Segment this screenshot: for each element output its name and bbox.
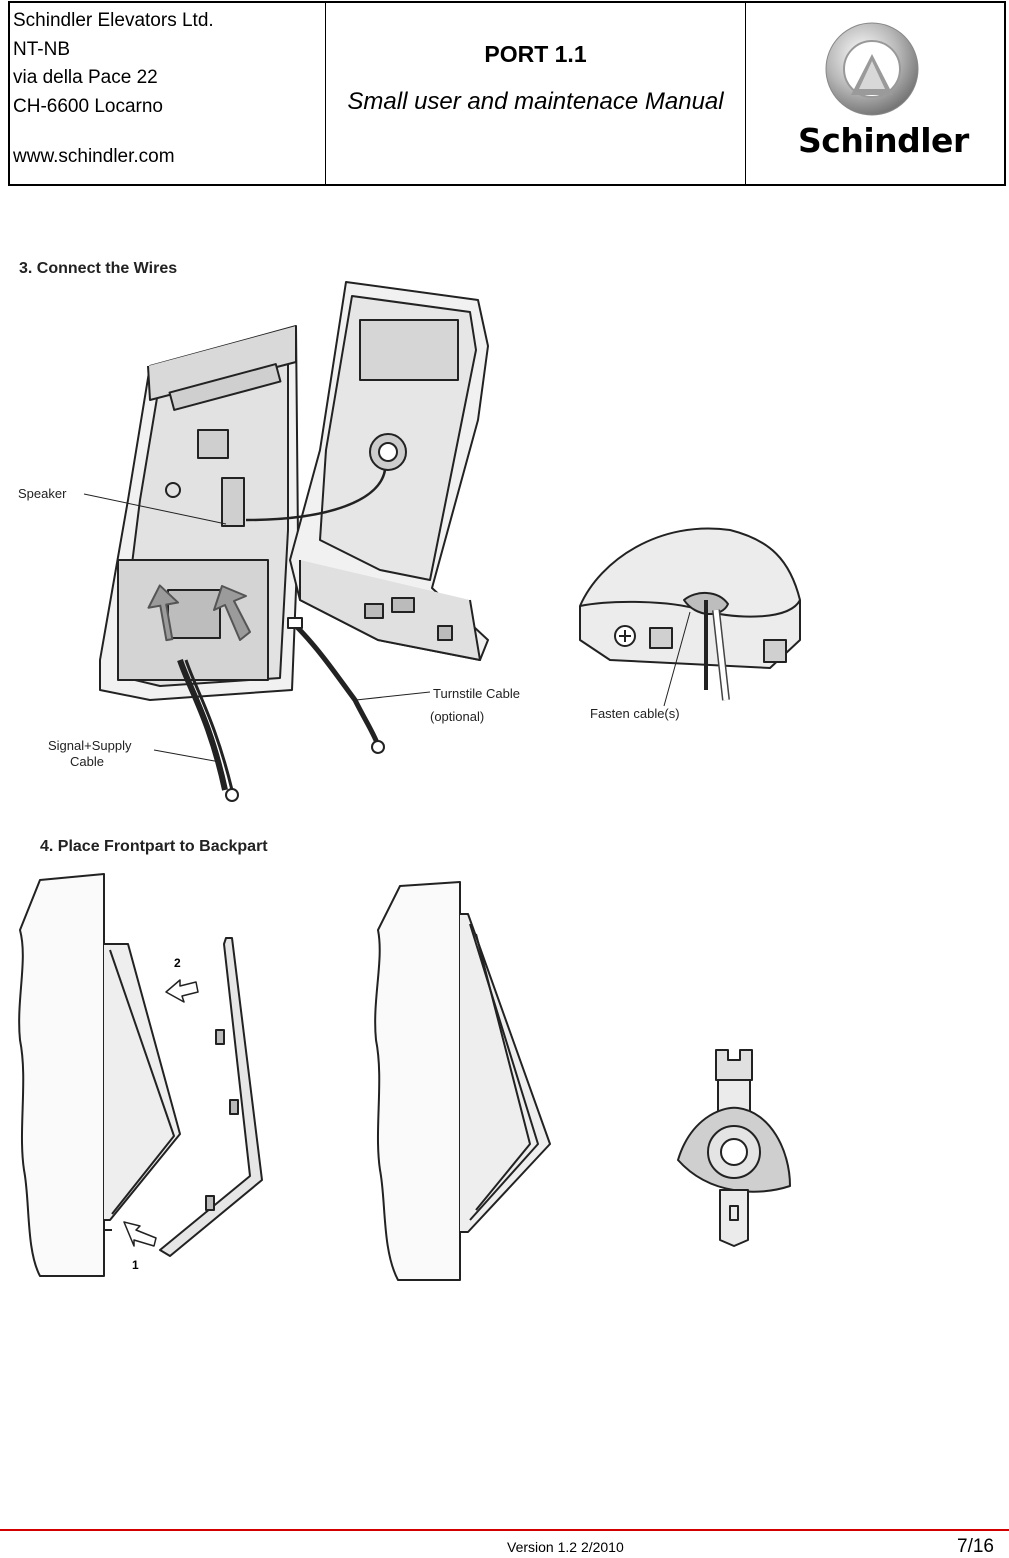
- mounting-key-illustration: [678, 1050, 790, 1246]
- assembled-unit-illustration: [375, 882, 550, 1280]
- signal-supply-label: Signal+Supply: [48, 738, 131, 754]
- footer-divider: [0, 1529, 1009, 1531]
- backpart-open-illustration: [100, 326, 298, 801]
- fasten-cables-label: Fasten cable(s): [590, 706, 680, 722]
- turnstile-cable-label: Turnstile Cable: [433, 686, 520, 702]
- assembly-step-illustration: [19, 874, 262, 1276]
- signal-cable-label: Cable: [70, 754, 104, 770]
- arrow-number-1: 1: [132, 1258, 139, 1272]
- page-number: 7/16: [957, 1536, 994, 1558]
- step-4-title: 4. Place Frontpart to Backpart: [40, 838, 268, 856]
- step-3-title: 3. Connect the Wires: [19, 260, 177, 278]
- arrow-number-2: 2: [174, 956, 181, 970]
- optional-label: (optional): [430, 709, 484, 725]
- fasten-cable-detail-illustration: [580, 528, 800, 700]
- speaker-label: Speaker: [18, 486, 66, 502]
- version-text: Version 1.2 2/2010: [507, 1539, 624, 1555]
